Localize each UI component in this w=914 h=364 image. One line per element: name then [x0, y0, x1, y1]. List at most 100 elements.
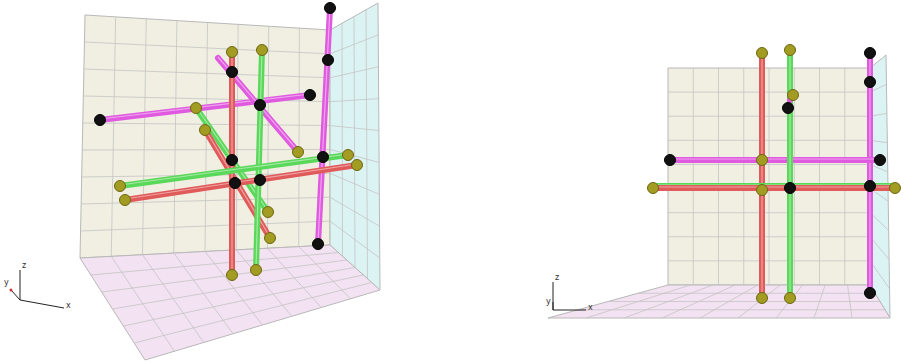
bar: [653, 185, 895, 191]
bar: [256, 50, 262, 270]
bar: [867, 53, 873, 293]
joints: [95, 3, 901, 304]
joint-ball: [318, 152, 329, 163]
grid-line: [330, 99, 379, 102]
axis-label: x: [66, 302, 71, 310]
joint-ball: [788, 90, 799, 101]
joint-ball: [251, 265, 262, 276]
grid-line: [354, 17, 355, 268]
joint-ball: [648, 183, 659, 194]
bar: [759, 53, 765, 298]
joint-ball: [255, 175, 266, 186]
bar: [670, 157, 880, 163]
joint-ball: [865, 48, 876, 59]
floor: [548, 285, 890, 318]
grid-line: [668, 116, 870, 117]
joint-ball: [227, 270, 238, 281]
bar-highlight: [670, 158, 880, 159]
joint-ball: [352, 160, 363, 171]
axis-label: x: [588, 304, 593, 312]
joint-ball: [313, 239, 324, 250]
grid-line: [91, 253, 339, 276]
bar-highlight: [100, 94, 310, 119]
axis-label: y: [546, 298, 551, 306]
bar: [125, 165, 357, 200]
axis-line: [20, 270, 21, 300]
grid-line: [578, 309, 885, 310]
joint-ball: [757, 185, 768, 196]
grid-line: [174, 21, 177, 254]
back-wall-face: [80, 15, 330, 258]
back-wall: [80, 15, 330, 258]
joint-ball: [343, 150, 354, 161]
grid-line: [844, 68, 845, 285]
joint-ball: [120, 195, 131, 206]
bar: [653, 183, 895, 189]
joint-ball: [665, 155, 676, 166]
grid-line: [134, 283, 371, 344]
joint-ball: [227, 47, 238, 58]
joint-ball: [865, 181, 876, 192]
joint-ball: [785, 183, 796, 194]
joint-ball: [265, 233, 276, 244]
grid-line: [638, 293, 875, 294]
joint-ball: [200, 125, 211, 136]
grid-line: [718, 68, 719, 285]
grid-line: [608, 301, 880, 302]
joint-ball: [293, 147, 304, 158]
grid-line: [668, 260, 870, 261]
joint-ball: [305, 90, 316, 101]
grid-line: [330, 173, 379, 194]
joint-ball: [263, 207, 274, 218]
bar-highlight: [653, 186, 895, 187]
axis-line: [553, 302, 554, 310]
grid-line: [743, 68, 744, 285]
back-wall: [668, 68, 870, 285]
grid-line: [143, 19, 147, 255]
joint-ball: [865, 288, 876, 299]
grid-line: [84, 69, 330, 78]
grid-line: [366, 10, 368, 279]
grid-line: [330, 197, 380, 226]
bar: [787, 50, 793, 298]
joint-ball: [757, 293, 768, 304]
joint-ball: [323, 55, 334, 66]
bars: [100, 7, 895, 298]
joint-ball: [257, 45, 268, 56]
joint-ball: [115, 181, 126, 192]
bar-highlight: [789, 49, 790, 297]
grid-line: [342, 23, 344, 256]
joint-ball: [325, 3, 336, 14]
grid-line: [330, 35, 378, 54]
grid-line: [81, 221, 330, 231]
joint-ball: [95, 115, 106, 126]
grid-line: [668, 140, 870, 141]
grid-line: [330, 67, 378, 78]
bar-highlight: [318, 7, 330, 243]
side-wall-face: [330, 3, 380, 290]
side-wall: [330, 3, 380, 290]
back-wall-face: [668, 68, 870, 285]
grid-line: [769, 68, 770, 285]
bar-highlight: [125, 164, 357, 199]
grid-line: [693, 68, 694, 285]
joint-ball: [255, 100, 266, 111]
joint-ball: [865, 77, 876, 88]
grid-line: [236, 24, 238, 250]
bar-highlight: [761, 52, 762, 297]
joint-ball: [875, 155, 886, 166]
grid-line: [123, 275, 363, 326]
joint-ball: [783, 103, 794, 114]
grid-line: [668, 212, 870, 213]
axis-label: y: [4, 279, 9, 287]
axis-line: [553, 282, 554, 310]
bar: [318, 8, 330, 244]
grid-line: [298, 28, 300, 247]
axis-marker: [10, 289, 13, 292]
grid-line: [111, 17, 115, 257]
grid-line: [81, 197, 330, 204]
joint-ball: [785, 293, 796, 304]
axis-label: z: [22, 262, 26, 270]
